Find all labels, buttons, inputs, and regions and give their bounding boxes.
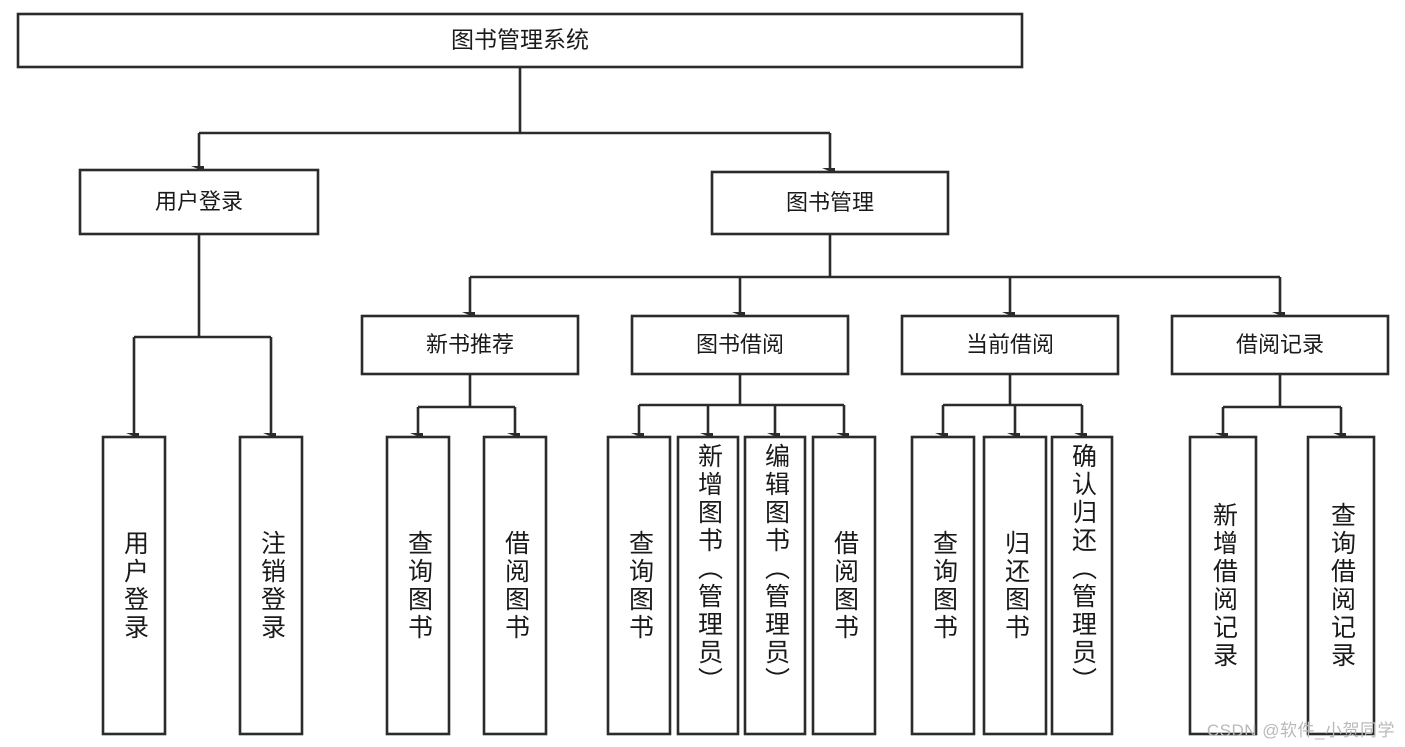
node-label-l2-当前借阅: 当前借阅	[966, 332, 1054, 357]
node-label-l2-借阅记录: 借阅记录	[1236, 332, 1324, 357]
node-box-leaf-新增借阅记录[interactable]	[1188, 435, 1258, 736]
node-box-l1-用户登录[interactable]	[78, 168, 320, 236]
watermark: CSDN @软件_小贺同学	[1206, 721, 1395, 740]
node-box-l2-借阅记录[interactable]	[1170, 314, 1390, 376]
connector-layer	[134, 67, 1341, 434]
node-box-leaf-查询图书[interactable]	[606, 435, 672, 736]
node-label-l2-图书借阅: 图书借阅	[696, 332, 784, 357]
node-box-leaf-新增图书管理员[interactable]	[676, 435, 740, 736]
node-box-l2-图书借阅[interactable]	[630, 314, 850, 376]
node-box-leaf-借阅图书[interactable]	[811, 435, 877, 736]
node-box-leaf-查询图书[interactable]	[385, 435, 451, 736]
node-box-root-图书管理系统[interactable]	[16, 12, 1024, 69]
node-box-layer	[16, 12, 1390, 736]
node-box-leaf-查询借阅记录[interactable]	[1306, 435, 1376, 736]
node-box-l2-新书推荐[interactable]	[360, 314, 580, 376]
node-box-leaf-用户登录[interactable]	[101, 435, 167, 736]
node-box-l2-当前借阅[interactable]	[900, 314, 1120, 376]
node-box-leaf-确认归还管理员[interactable]	[1050, 435, 1114, 736]
node-label-l1-用户登录: 用户登录	[155, 189, 243, 214]
node-box-leaf-注销登录[interactable]	[238, 435, 304, 736]
node-label-root-图书管理系统: 图书管理系统	[451, 27, 589, 53]
node-box-leaf-归还图书[interactable]	[982, 435, 1048, 736]
node-box-leaf-查询图书[interactable]	[910, 435, 976, 736]
node-box-leaf-借阅图书[interactable]	[482, 435, 548, 736]
node-label-l1-图书管理: 图书管理	[786, 190, 874, 215]
node-label-l2-新书推荐: 新书推荐	[426, 332, 514, 357]
node-box-leaf-编辑图书管理员[interactable]	[743, 435, 807, 736]
node-box-l1-图书管理[interactable]	[710, 170, 950, 236]
